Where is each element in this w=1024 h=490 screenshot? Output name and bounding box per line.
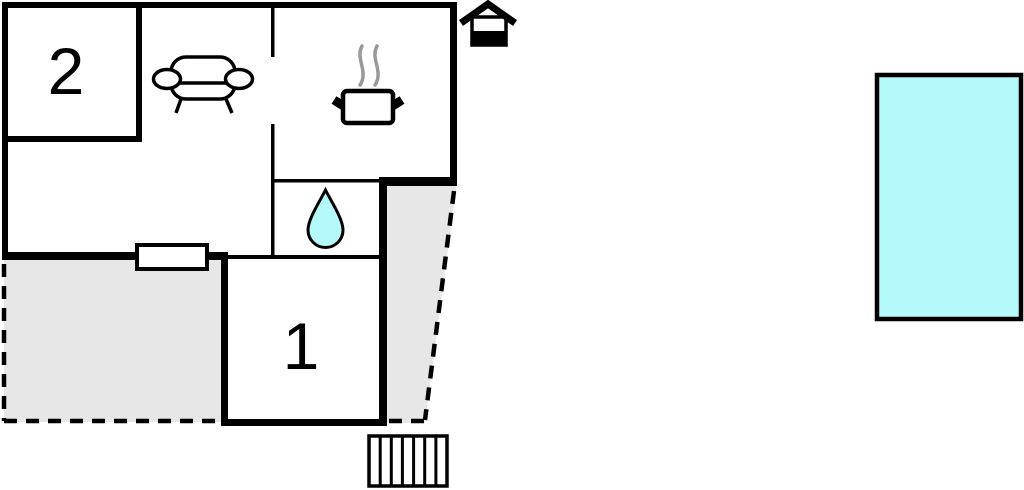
sofa-armrest: [151, 67, 183, 91]
pot-body: [340, 88, 396, 126]
water-drop-icon: [306, 186, 345, 249]
wall: [221, 252, 228, 426]
stairs-outline: [367, 434, 449, 488]
wall: [2, 252, 227, 260]
wall: [2, 136, 142, 142]
bedroom-1-label: 1: [283, 309, 320, 383]
wall: [271, 179, 383, 183]
walls: [2, 2, 457, 426]
wall: [271, 124, 275, 258]
sofa-icon: [151, 55, 255, 114]
stairs-icon: [367, 434, 449, 488]
steam-line: [358, 44, 365, 87]
wall: [271, 2, 275, 57]
wall: [225, 255, 379, 259]
terrace-dashed-boundary: [1, 190, 457, 424]
house-entrance-icon: [458, 0, 518, 47]
side-terrace-area: [383, 182, 457, 423]
wall: [221, 419, 387, 426]
wall: [450, 2, 457, 186]
bedroom-2-label: 2: [48, 34, 85, 108]
cooking-pot-icon: [331, 44, 405, 126]
window-icon: [135, 243, 209, 271]
wall: [380, 177, 457, 186]
wall: [136, 2, 142, 142]
house-body-lower: [472, 31, 506, 45]
swimming-pool: [874, 72, 1024, 322]
dashed-line-diagonal: [422, 190, 457, 421]
stairs-steps: [378, 436, 438, 486]
wall: [2, 2, 457, 8]
house-roof: [458, 0, 518, 26]
sofa-leg: [174, 98, 183, 114]
wall: [2, 2, 8, 259]
steam-icon: [358, 44, 380, 87]
steam-line: [373, 44, 380, 87]
sofa-leg: [224, 98, 234, 114]
terrace-area: [4, 256, 223, 422]
wall: [379, 177, 387, 426]
sofa-armrest: [223, 67, 255, 91]
